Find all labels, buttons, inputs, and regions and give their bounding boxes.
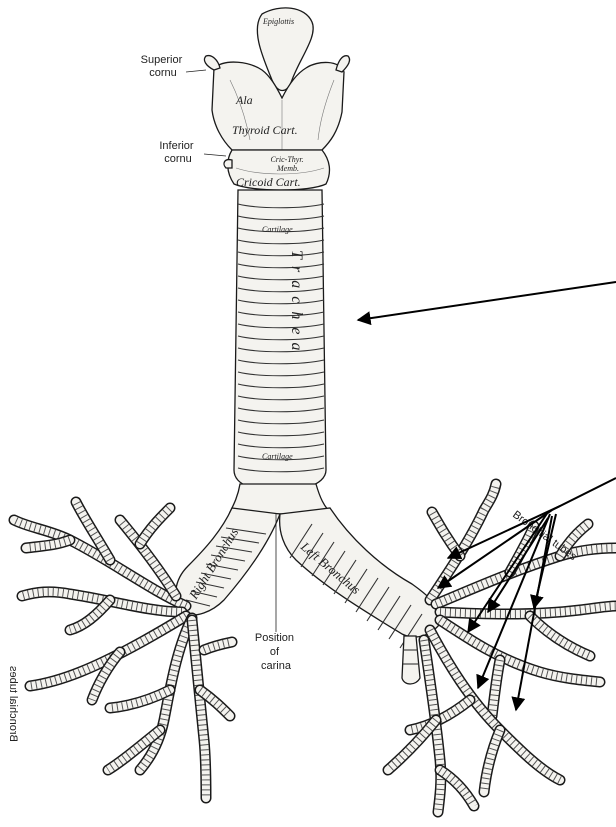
inferior-cornu-annotation: Inferior cornu [159, 140, 226, 165]
ala-label: Ala [235, 93, 253, 107]
trachea-arrow [358, 282, 616, 320]
superior-cornu-left [336, 56, 350, 72]
cricoid-label: Cricoid Cart. [236, 175, 301, 189]
cartilage-top-label: Cartilage [262, 225, 293, 234]
bronchial-tubes-right-label: Bronchial tubes [7, 666, 19, 742]
right-bronchial-tree [14, 502, 232, 798]
thyroid-label: Thyroid Cart. [232, 123, 298, 137]
trachea: Cartilage Trachea Cartilage [234, 190, 326, 486]
superior-cornu-annotation: Superior cornu [141, 54, 206, 79]
trachea-label: Trachea [288, 250, 305, 358]
epiglottis-label: Epiglottis [262, 17, 294, 26]
cartilage-bottom-label: Cartilage [262, 452, 293, 461]
right-main-bronchus [176, 508, 280, 615]
superior-cornu-label: Superior cornu [141, 54, 186, 79]
main-bronchi: Right Bronchus Left Bronchus [176, 484, 444, 684]
larynx: Epiglottis Ala Thyroid Cart. Cric-Thyr. … [204, 8, 349, 190]
inferior-cornu-label: Inferior cornu [159, 140, 196, 165]
superior-cornu-right [204, 56, 220, 70]
carina-label: Position of carina [255, 632, 297, 672]
